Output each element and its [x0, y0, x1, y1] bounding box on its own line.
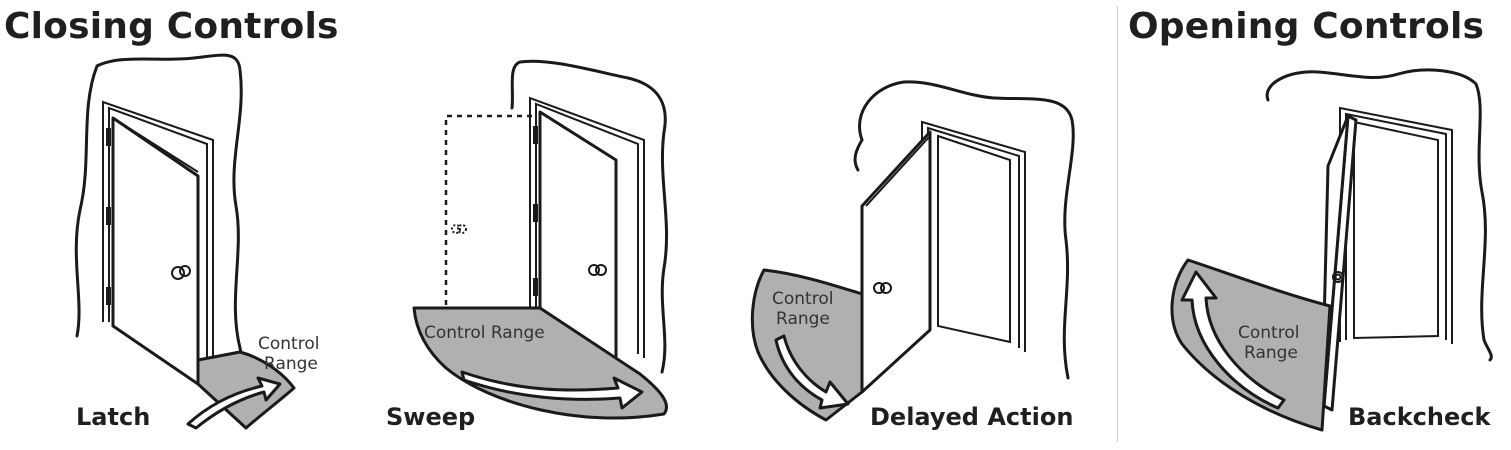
- backcheck-door-frame: [1339, 106, 1453, 344]
- delayed-range-label-line1: Control: [772, 289, 833, 309]
- latch-wall-outline: [95, 53, 245, 404]
- delayed-frame-opening: [937, 134, 1011, 344]
- section-divider: [1117, 6, 1118, 442]
- sweep-open-door-outline: [444, 114, 532, 308]
- backcheck-door-knob: [1332, 271, 1344, 283]
- latch-range-label-line1: Control: [258, 334, 319, 354]
- latch-door-swing-line: [112, 117, 199, 173]
- delayed-door-edge: [865, 135, 931, 207]
- backcheck-frame-opening: [1353, 120, 1439, 340]
- latch-range-label-line2: Range: [264, 354, 318, 374]
- delayed-door-knob: [873, 282, 892, 294]
- sweep-hinge-top: [533, 126, 538, 144]
- backcheck-wall-outline: [1265, 68, 1493, 362]
- sweep-range-label: Control Range: [424, 323, 545, 343]
- latch-label: Latch: [76, 403, 150, 431]
- backcheck-range-label-line2: Range: [1244, 343, 1298, 363]
- sweep-hinge-mid: [533, 204, 538, 222]
- opening-controls-heading: Opening Controls: [1128, 6, 1485, 47]
- sweep-wall-outline: [510, 59, 669, 374]
- delayed-range-label-line2: Range: [776, 309, 830, 329]
- backcheck-control-range-area: [1170, 258, 1332, 432]
- sweep-diagram: Control Range Sweep: [386, 59, 669, 431]
- latch-hinge-mid: [106, 207, 111, 225]
- backcheck-diagram: Control Range Backcheck: [1170, 68, 1493, 432]
- delayed-wall-left-edge: [853, 138, 864, 172]
- sweep-range-arrow: [460, 370, 644, 410]
- latch-door-leaf: [111, 116, 200, 386]
- sweep-hinge-bottom: [533, 278, 538, 296]
- sweep-open-knob: [451, 224, 467, 234]
- latch-hinge-bottom: [106, 287, 111, 305]
- latch-door-knob: [171, 265, 191, 280]
- closing-controls-heading: Closing Controls: [4, 6, 339, 47]
- latch-diagram: Control Range Latch: [74, 53, 319, 431]
- latch-wall-left-edge: [74, 64, 99, 338]
- delayed-range-arrow: [774, 334, 850, 410]
- delayed-control-range-area: [750, 268, 864, 422]
- delayed-action-diagram: Control Range Delayed Action: [750, 80, 1075, 431]
- latch-hinge-top: [106, 128, 111, 146]
- delayed-wall-outline: [858, 80, 1075, 380]
- delayed-action-label: Delayed Action: [870, 403, 1073, 431]
- latch-range-arrow: [186, 376, 282, 430]
- delayed-door-leaf: [860, 130, 932, 394]
- backcheck-label: Backcheck: [1348, 403, 1491, 431]
- backcheck-range-arrow: [1180, 270, 1286, 410]
- backcheck-range-label-line1: Control: [1238, 323, 1299, 343]
- sweep-label: Sweep: [386, 403, 475, 431]
- sweep-door-knob: [588, 264, 607, 276]
